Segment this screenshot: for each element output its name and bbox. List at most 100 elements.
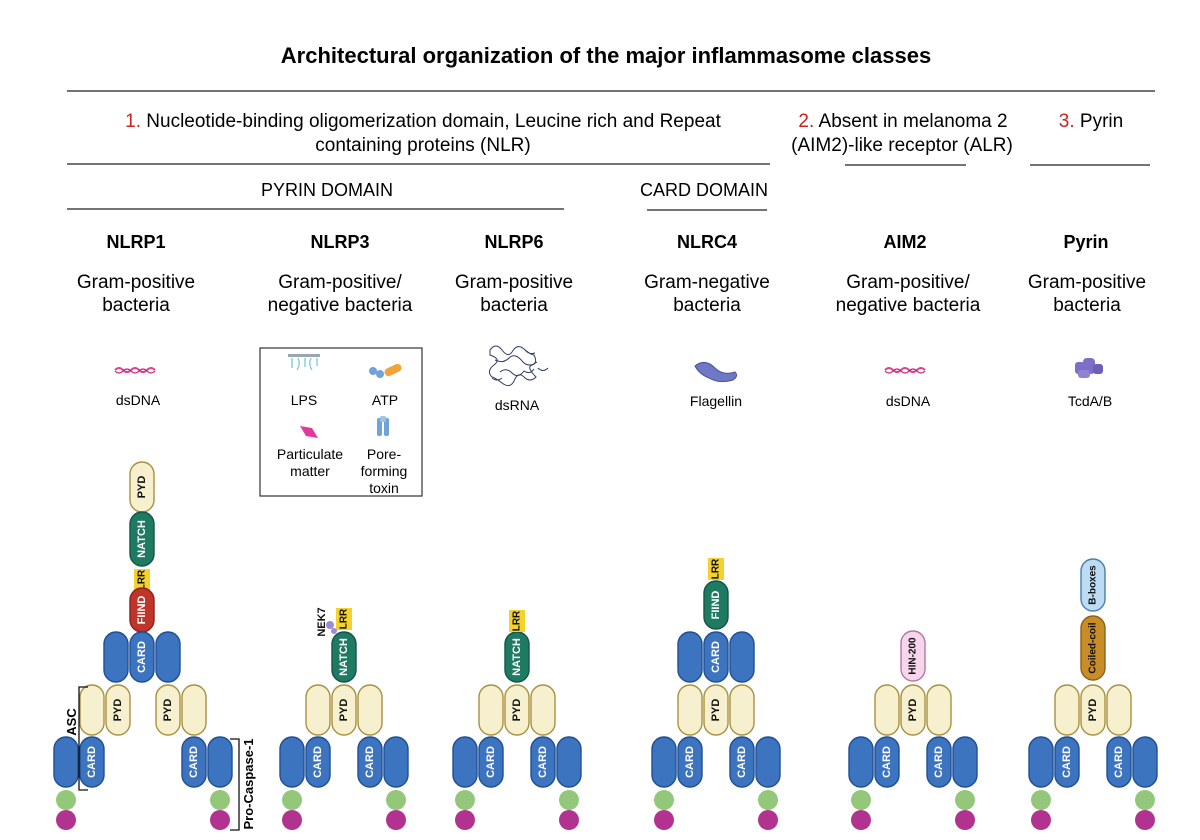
svg-text:1. Nucleotide-bi: 1. Nucleotide-binding oligomerization do… xyxy=(125,111,721,132)
dsrna-icon xyxy=(488,345,549,387)
pyd-domain-shape xyxy=(1106,684,1132,736)
card-domain-shape xyxy=(874,736,900,788)
bacteria-line2: bacteria xyxy=(102,295,170,316)
pyd-domain-shape xyxy=(530,684,556,736)
lrr-domain-label: LRR xyxy=(711,558,722,579)
card-domain-shape xyxy=(1054,736,1080,788)
flagellin-icon xyxy=(694,362,738,383)
caspase-domain-green xyxy=(559,790,579,810)
class-name-line1: Absent in melanoma 2 xyxy=(819,111,1008,132)
pyd-domain: PYD xyxy=(155,684,181,736)
natch-domain-shape xyxy=(331,631,357,683)
class-header-pyrin: 3. Pyrin xyxy=(1030,111,1150,166)
pyd-domain xyxy=(530,684,556,736)
card-domain-shape xyxy=(452,736,478,788)
caspase-domain-magenta xyxy=(559,810,579,830)
nlrp3-ligand-box xyxy=(259,347,423,497)
card-domain-shape xyxy=(926,736,952,788)
bacteria-line1: Gram-negative xyxy=(644,272,770,293)
pyd-domain xyxy=(357,684,383,736)
pyd-domain xyxy=(181,684,207,736)
pyd-domain xyxy=(305,684,331,736)
card-domain-shape xyxy=(530,736,556,788)
card-domain-shape xyxy=(383,736,409,788)
bacteria-line1: Gram-positive/ xyxy=(278,272,402,293)
caspase-domain-green xyxy=(654,790,674,810)
card-domain xyxy=(207,736,233,788)
natch-domain: NATCH xyxy=(331,631,357,683)
pyd-domain-shape xyxy=(357,684,383,736)
column-pyrin: Pyrin Gram-positive bacteria xyxy=(1028,232,1146,316)
procaspase-bracket: Pro-Caspase-1 xyxy=(230,738,256,831)
lrr-domain-label: LRR xyxy=(137,569,148,590)
bacteria-line2: bacteria xyxy=(480,295,548,316)
card-domain: CARD xyxy=(478,736,504,788)
subgroup-card-domain: CARD DOMAIN xyxy=(640,180,768,200)
natch-domain-label: NATCH xyxy=(511,638,523,676)
bbox-domain: B-boxes xyxy=(1080,558,1106,612)
class-number: 1. xyxy=(125,111,141,132)
card-domain-label: CARD xyxy=(684,746,696,778)
pyd-domain xyxy=(478,684,504,736)
pyd-domain: PYD xyxy=(504,684,530,736)
procaspase-label: Pro-Caspase-1 xyxy=(241,738,256,829)
pyd-domain-shape xyxy=(1080,684,1106,736)
caspase-domain-magenta xyxy=(386,810,406,830)
ligand-label: matter xyxy=(290,463,330,479)
column-nlrp1: NLRP1 Gram-positive bacteria xyxy=(77,232,195,316)
card-domain xyxy=(651,736,677,788)
ligand-label: LPS xyxy=(291,392,317,408)
card-domain-label: CARD xyxy=(312,746,324,778)
lrr-domain: LRR xyxy=(509,610,525,632)
natch-domain-label: NATCH xyxy=(338,638,350,676)
pyd-domain: PYD xyxy=(331,684,357,736)
caspase-domain-magenta xyxy=(1031,810,1051,830)
asc-label: ASC xyxy=(64,708,79,736)
natch-domain-label: NATCH xyxy=(136,520,148,558)
caspase-domain-magenta xyxy=(282,810,302,830)
pyd-domain-shape xyxy=(478,684,504,736)
card-domain: CARD xyxy=(874,736,900,788)
pyd-domain xyxy=(729,684,755,736)
card-domain-label: CARD xyxy=(933,746,945,778)
ligand-label: dsDNA xyxy=(116,392,161,408)
card-domain: CARD xyxy=(305,736,331,788)
dsdna-icon xyxy=(114,367,156,374)
lrr-domain-shape xyxy=(134,569,150,591)
pyd-domain-label: PYD xyxy=(338,699,350,722)
natch-domain: NATCH xyxy=(129,511,155,567)
caspase-domain-green xyxy=(455,790,475,810)
bbox-domain-label: B-boxes xyxy=(1088,565,1099,605)
caspase-domain-green xyxy=(210,790,230,810)
card-domain-shape xyxy=(703,631,729,683)
pyd-domain-label: PYD xyxy=(162,699,174,722)
column-nlrp3: NLRP3 Gram-positive/ negative bacteria xyxy=(268,232,413,316)
sensor-name: AIM2 xyxy=(883,232,926,252)
card-domain-label: CARD xyxy=(710,641,722,673)
pyd-domain-shape xyxy=(305,684,331,736)
card-domain-label: CARD xyxy=(736,746,748,778)
pyd-domain: PYD xyxy=(129,461,155,513)
nek7-protein: NEK7 xyxy=(316,607,337,637)
caspase-domain-green xyxy=(851,790,871,810)
pyd-domain-shape xyxy=(926,684,952,736)
card-domain-shape xyxy=(651,736,677,788)
pyd-domain-label: PYD xyxy=(136,476,148,499)
card-domain-shape xyxy=(155,631,181,683)
tcda-icon xyxy=(1075,358,1103,378)
caspase-domain-green xyxy=(56,790,76,810)
card-domain xyxy=(383,736,409,788)
natch-domain-shape xyxy=(129,511,155,567)
fiind-domain: FIIND xyxy=(703,580,729,630)
coiled-coil-domain: Coiled-coil xyxy=(1080,615,1106,681)
card-domain-shape xyxy=(305,736,331,788)
pyd-domain-shape xyxy=(1054,684,1080,736)
card-domain: CARD xyxy=(1054,736,1080,788)
pyd-domain-label: PYD xyxy=(907,699,919,722)
pyd-domain xyxy=(1054,684,1080,736)
class-name-line2: (AIM2)-like receptor (ALR) xyxy=(791,135,1013,156)
sensor-name: NLRC4 xyxy=(677,232,737,252)
nek7-shape xyxy=(331,628,337,634)
pyd-domain-shape xyxy=(504,684,530,736)
ligand-label: Particulate xyxy=(277,446,343,462)
